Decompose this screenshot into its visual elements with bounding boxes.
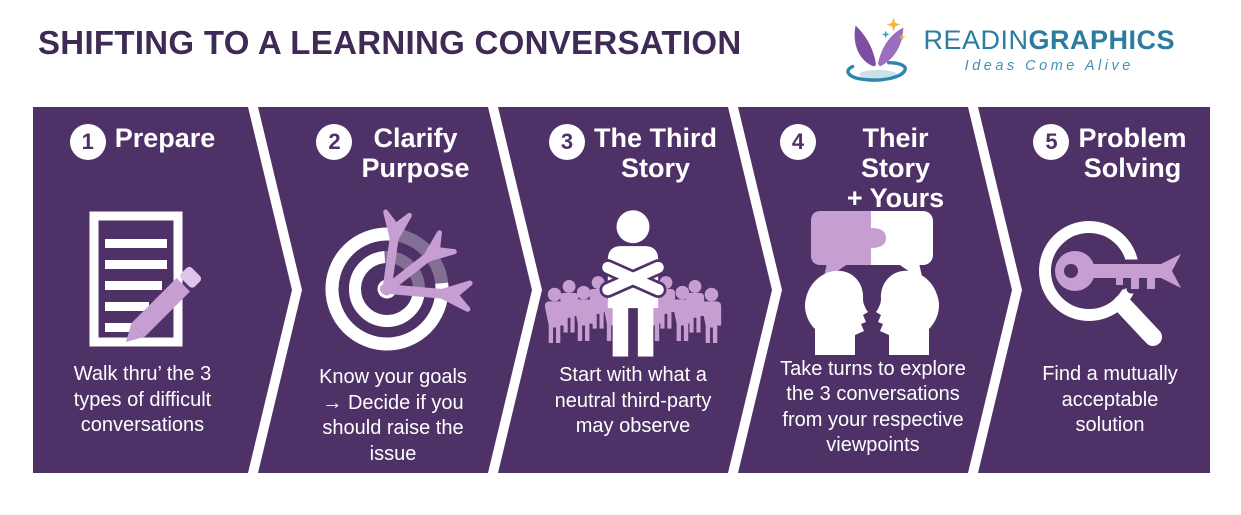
step-panel-prepare: 1 Prepare Walk thru’ [33, 107, 292, 473]
step-panel-their-story-yours: 4 Their Story + Yours Take turns to expl… [738, 107, 1012, 473]
step-header: 3 The Third Story [549, 123, 717, 197]
step-number-badge: 1 [69, 124, 106, 160]
step-header: 1 Prepare [69, 123, 216, 197]
readinggraphics-logo: READINGRAPHICS Ideas Come Alive [839, 12, 1175, 88]
logo-name-regular: READIN [923, 24, 1029, 55]
speech-puzzle-heads-icon [780, 205, 966, 357]
step-title: Prepare [114, 123, 216, 153]
step-number: 2 [328, 129, 341, 154]
step-description: Find a mutually acceptable solution [1042, 363, 1178, 437]
step-number: 1 [81, 129, 94, 154]
target-darts-icon [300, 197, 486, 365]
step-header: 5 Problem Solving [1033, 123, 1187, 197]
step-number-badge: 2 [316, 124, 353, 160]
step-title: Their Story + Yours [846, 123, 945, 214]
step-number: 3 [560, 129, 574, 154]
step-panel-problem-solving: 5 Problem Solving Find a mutually accept… [978, 107, 1210, 473]
step-header: 4 Their Story + Yours [780, 123, 966, 213]
logo-wordmark: READINGRAPHICS Ideas Come Alive [923, 26, 1175, 75]
step-number: 5 [1045, 129, 1058, 154]
step-description: Start with what a neutral third-party ma… [554, 364, 712, 438]
third-party-crowd-icon [540, 197, 726, 363]
step-number-badge: 5 [1033, 124, 1070, 160]
step-title: Clarify Purpose [361, 123, 470, 184]
step-number-badge: 3 [549, 124, 585, 160]
step-number-badge: 4 [780, 124, 816, 160]
step-number: 4 [791, 129, 805, 154]
step-description: Know your goals → Decide if you should r… [319, 366, 467, 465]
step-header: 2 Clarify Purpose [316, 123, 470, 197]
step-panel-clarify-purpose: 2 Clarify Purpose [258, 107, 532, 473]
magnifier-key-icon [1024, 197, 1196, 362]
page-title: SHIFTING TO A LEARNING CONVERSATION [38, 24, 742, 61]
step-description: Take turns to explore the 3 conversation… [780, 357, 966, 457]
logo-book-butterfly-icon [846, 17, 908, 82]
logo-name: READINGRAPHICS [923, 26, 1175, 54]
step-panel-third-story: 3 The Third Story [498, 107, 772, 473]
step-title: Problem Solving [1078, 123, 1187, 184]
steps-strip: 1 Prepare Walk thru’ [0, 107, 1241, 473]
step-description: Walk thru’ the 3 types of difficult conv… [73, 363, 212, 437]
logo-name-bold: GRAPHICS [1028, 24, 1175, 55]
step-title: The Third Story [594, 123, 717, 184]
document-pencil-icon [47, 197, 238, 362]
logo-tagline: Ideas Come Alive [964, 58, 1134, 75]
